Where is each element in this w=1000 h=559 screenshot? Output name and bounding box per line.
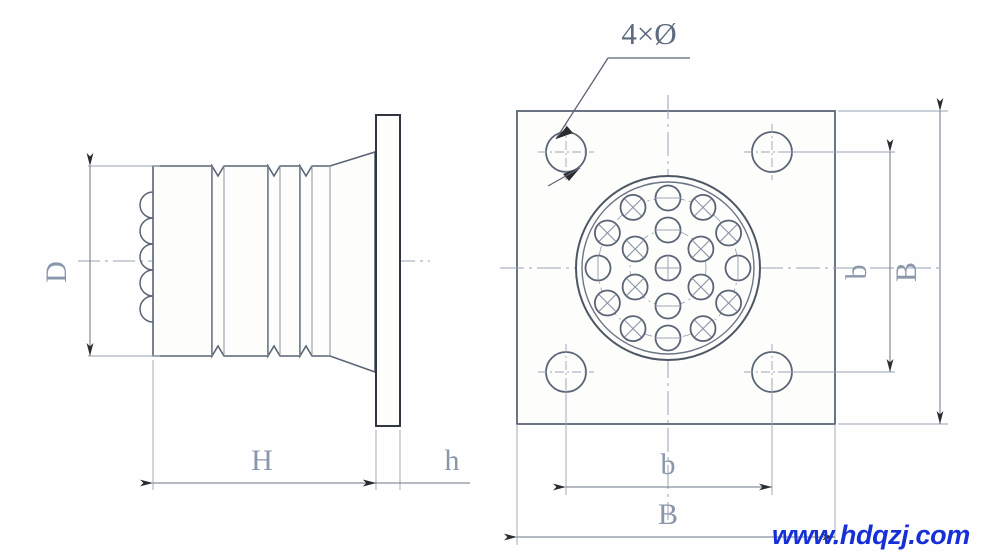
dimension-b-vertical: b — [778, 139, 895, 373]
hole-callout-label: 4×Ø — [621, 16, 676, 51]
pin-axis-ticks — [597, 197, 739, 339]
dimension-b-horizontal-label: b — [661, 448, 676, 481]
dimension-D: D — [40, 153, 160, 357]
barrel-segment-groove-1 — [211, 163, 269, 359]
barrel-segment-shoulder — [299, 150, 376, 374]
dimension-H: H — [140, 360, 377, 490]
dimension-B-vertical-label: B — [890, 262, 923, 282]
dimension-B-horizontal-label: B — [658, 498, 678, 531]
barrel-segment-threaded — [152, 165, 213, 357]
side-elevation-view: D H h — [40, 114, 470, 490]
hole-callout-leader — [547, 57, 690, 187]
dimension-D-label: D — [40, 261, 73, 283]
pin-hatch-marks — [598, 198, 738, 338]
site-watermark: www.hdqzj.com — [772, 520, 970, 550]
barrel-segment-groove-2 — [267, 163, 301, 359]
dimension-B-vertical: B — [838, 98, 948, 425]
dimension-b-horizontal: b — [553, 378, 773, 495]
front-elevation-view: 4×Ø b B b — [500, 16, 948, 545]
insert-inner-rim — [581, 181, 755, 355]
dimension-b-vertical-label: b — [840, 265, 873, 280]
dimension-h-label: h — [445, 444, 460, 477]
dimension-H-label: H — [251, 444, 273, 477]
mounting-holes-group — [545, 131, 793, 393]
thread-profile-bumps — [139, 191, 154, 323]
dimension-B-horizontal: B — [504, 424, 836, 545]
flange-plate-side — [375, 114, 401, 427]
connector-barrel-body — [139, 150, 376, 374]
dimension-h: h — [363, 430, 470, 490]
